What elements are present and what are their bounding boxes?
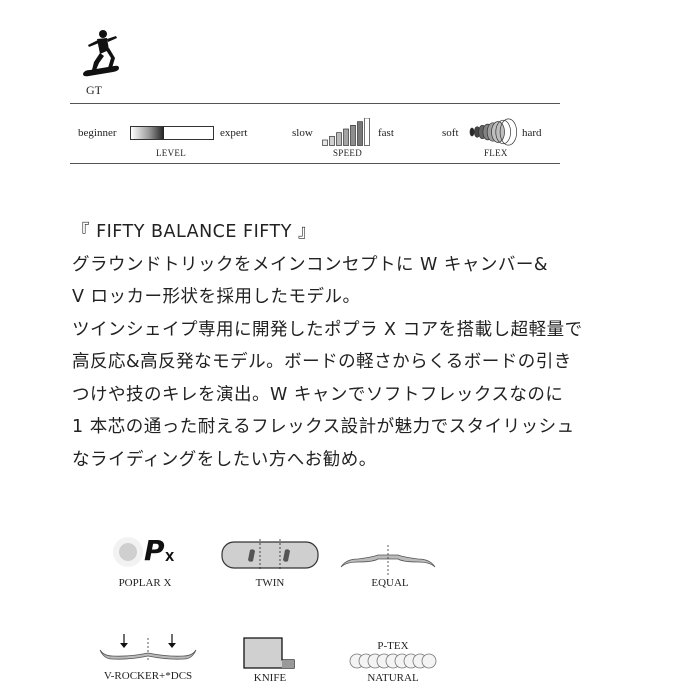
poplar-core-icon: P X bbox=[110, 532, 180, 572]
knife-label: KNIFE bbox=[253, 672, 287, 684]
level-left-label: beginner bbox=[78, 127, 117, 139]
flex-ring bbox=[499, 118, 518, 146]
speed-bar bbox=[357, 121, 363, 146]
knife-edge-icon bbox=[242, 636, 298, 670]
header-divider-bottom bbox=[70, 163, 560, 164]
level-bar bbox=[130, 126, 214, 140]
description-line: つけや技のキレを演出。W キャンでソフトフレックスなのに bbox=[72, 384, 564, 405]
description-line: なライディングをしたい方へお勧め。 bbox=[72, 449, 377, 470]
flex-rings bbox=[466, 118, 520, 146]
description-line: V ロッカー形状を採用したモデル。 bbox=[72, 287, 361, 307]
level-bar-fill bbox=[131, 127, 164, 139]
model-name: GT bbox=[86, 83, 102, 97]
speed-bars bbox=[322, 117, 374, 146]
speed-caption: SPEED bbox=[333, 148, 363, 158]
level-caption: LEVEL bbox=[156, 148, 186, 158]
description-line: 『 FIFTY BALANCE FIFTY 』 bbox=[72, 222, 316, 242]
speed-bar bbox=[322, 139, 328, 146]
twin-label: TWIN bbox=[255, 577, 285, 589]
base-top-label: P-TEX bbox=[377, 640, 409, 652]
v-rocker-label: V-ROCKER+*DCS bbox=[103, 670, 193, 682]
description-line: ツインシェイプ専用に開発したポプラ X コアを搭載し超軽量で bbox=[72, 319, 583, 340]
description-line: 高反応&高反発なモデル。ボードの軽さからくるボードの引き bbox=[72, 352, 572, 372]
v-rocker-profile-icon bbox=[98, 632, 198, 666]
flex-ring bbox=[491, 121, 505, 143]
flex-right-label: hard bbox=[522, 127, 542, 139]
speed-left-label: slow bbox=[292, 127, 313, 139]
description-line: グラウンドトリックをメインコンセプトに W キャンバー& bbox=[72, 254, 549, 275]
header-divider-top bbox=[70, 103, 560, 104]
flex-caption: FLEX bbox=[484, 148, 508, 158]
poplar-label: POPLAR X bbox=[118, 577, 172, 589]
flex-ring bbox=[469, 127, 475, 137]
speed-right-label: fast bbox=[378, 127, 394, 139]
speed-bar bbox=[364, 117, 370, 146]
description: 『 FIFTY BALANCE FIFTY 』 グラウンドトリックをメインコンセ… bbox=[72, 216, 632, 476]
speed-bar bbox=[343, 128, 349, 146]
level-right-label: expert bbox=[220, 127, 248, 139]
ptex-base-icon bbox=[348, 653, 438, 669]
base-label: NATURAL bbox=[367, 672, 419, 684]
poplar-mark: P bbox=[144, 534, 165, 567]
equal-label: EQUAL bbox=[371, 577, 409, 589]
flex-left-label: soft bbox=[442, 127, 459, 139]
speed-bar bbox=[336, 132, 342, 146]
twin-shape-icon bbox=[220, 539, 320, 571]
poplar-mark-sub: X bbox=[165, 550, 175, 564]
equal-stance-icon bbox=[338, 545, 438, 575]
speed-bar bbox=[329, 135, 335, 146]
description-line: 1 本芯の通った耐えるフレックス設計が魅力でスタイリッシュ bbox=[72, 417, 575, 437]
speed-bar bbox=[350, 124, 356, 146]
snowboarder-icon bbox=[80, 28, 120, 80]
